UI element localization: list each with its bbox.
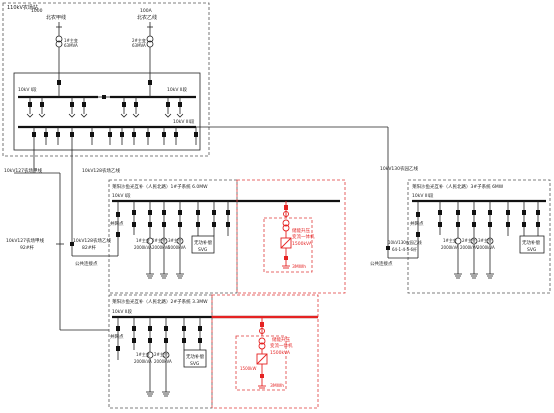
subsystem-1-tx-a-rating: 2000kVA xyxy=(134,245,152,250)
bus-ii-label: 10kV II段 xyxy=(167,86,187,93)
storage-1-rating: 1500kVA xyxy=(292,241,313,247)
tx1-rating: 63MVA xyxy=(64,43,78,48)
subsystem-3-svg-name: 无功补偿 xyxy=(522,239,540,246)
subsystem-3-grid-point: 并网点 xyxy=(410,220,424,227)
storage-2-inverter-rating: 1500kW xyxy=(240,366,256,371)
subsystem-3-bus-label: 10kV III段 xyxy=(412,192,434,199)
subsystem-2-title: 莱阳沙鱼光互补（人民北路）2#子系统 3.3MW xyxy=(112,298,208,305)
line2-name: 北农乙线 xyxy=(137,14,157,21)
storage-1-name: 储能升压 xyxy=(292,227,310,234)
subsystem-2-boundary xyxy=(108,294,213,409)
subsystem-2-grid-point: 并网点 xyxy=(110,333,124,340)
subsystem-2-tx-b-rating: 2000kVA xyxy=(154,359,172,364)
subsystem-1-grid-point: 并网点 xyxy=(110,220,124,227)
feeder-yi-label: 10kV128农场乙线 xyxy=(82,167,120,174)
subsystem-2-tx-b: 2#主变 xyxy=(154,351,168,357)
subsystem-2-tx-a: 1#主变 xyxy=(136,351,150,357)
feeder-yi-pole: 82#杆 xyxy=(82,244,96,251)
subsystem-3-feeder: 10kV130农园乙线 xyxy=(388,239,422,245)
subsystem-2-svg-box xyxy=(183,349,207,368)
subsystem-3-grounds xyxy=(454,273,494,279)
feeder-jia-label: 10kV127农场甲线 xyxy=(4,167,42,174)
feeder-jia-label-2: 10kV127农场甲线 xyxy=(6,237,44,244)
feeder-bays-lower xyxy=(32,127,198,156)
common-point-3: 公共连接点 xyxy=(370,260,393,267)
feeder-bing-label: 10kV130农园乙线 xyxy=(380,165,418,172)
subsystem-1-boundary xyxy=(108,179,238,294)
tx1-breaker xyxy=(57,80,61,85)
storage-2-rating: 1500kVA xyxy=(270,350,291,356)
storage-2-name2: 变流一体机 xyxy=(270,342,293,349)
subsystem-3-tx-c-rating: 2000kVA xyxy=(477,245,495,250)
subsystem-3: 莱阳沙鱼光互补（人民北路）3#子系统 6MW 10kV III段 并网点 10k… xyxy=(388,179,551,294)
storage-2-inner xyxy=(235,335,287,391)
tx2-breaker xyxy=(148,80,152,85)
subsystem-3-svg-label: SVG xyxy=(527,247,537,253)
subsystem-1-tx-c: 3#主变 xyxy=(168,237,182,243)
subsystem-3-boundary xyxy=(407,179,551,294)
subsystem-1-tx-b: 2#主变 xyxy=(152,237,166,243)
line1-rating: 1000 xyxy=(31,8,43,14)
tx2-rating: 63MVA xyxy=(132,43,146,48)
subsystem-1-title: 莱阳沙鱼光互补（人民北路）1#子系统 6.0MW xyxy=(112,183,208,190)
line2-rating: 100A xyxy=(140,8,153,14)
feeder-jia-pole: 92#杆 xyxy=(20,244,34,251)
storage-2-name: 储能升压 xyxy=(272,336,290,343)
tx1-winding-hv xyxy=(55,35,63,43)
common-point-1: 公共连接点 xyxy=(75,260,98,267)
subsystem-1-svg-name: 无功补偿 xyxy=(194,239,212,246)
bus-coupler-breaker xyxy=(102,95,106,99)
feeder-lines: 10kV127农场甲线 10kV127农场甲线 92#杆 10kV128农场乙线… xyxy=(4,126,418,331)
subsystem-3-feeder-pole: 64-1-4-5-6杆 xyxy=(392,246,417,252)
storage-2-battery: 3MWh xyxy=(270,383,284,389)
subsystem-2-svg-label: SVG xyxy=(190,361,200,367)
subsystem-1-tx-c-rating: 2000kVA xyxy=(168,245,186,250)
subsystem-1-grounds xyxy=(146,273,184,279)
storage-2-boundary xyxy=(211,294,319,409)
subsystem-3-title: 莱阳沙鱼光互补（人民北路）3#子系统 6MW xyxy=(412,183,504,190)
tx2-name: 2#主变 xyxy=(132,37,146,43)
storage-1-battery: 3MWh xyxy=(292,264,306,270)
subsystem-3-tx-a-rating: 2000kVA xyxy=(441,245,459,250)
line1-name: 北农甲线 xyxy=(46,14,66,21)
substation-boundary xyxy=(2,2,210,157)
switchgear-frame xyxy=(13,72,201,151)
subsystem-2-bus-label: 10kV II段 xyxy=(112,308,132,315)
storage-1-breaker xyxy=(284,205,288,210)
feeder-bays-upper xyxy=(26,97,184,118)
storage-1-inner xyxy=(263,217,313,273)
subsystem-1: 莱阳沙鱼光互补（人民北路）1#子系统 6.0MW 10kV I段 并网点 1#主… xyxy=(108,179,340,294)
subsystem-3-tx-b: 2#主变 xyxy=(462,237,476,243)
subsystem-2-grounds xyxy=(146,391,170,397)
storage-1-boundary xyxy=(236,179,346,294)
subsystem-2-svg-name: 无功补偿 xyxy=(186,353,204,360)
storage-1: 储能升压 变流一体机 1500kVA 3MWh xyxy=(236,179,346,294)
subsystem-1-bus-label: 10kV I段 xyxy=(112,192,131,199)
subsystem-2-tx-a-rating: 2000kVA xyxy=(134,359,152,364)
subsystem-3-tx-b-rating: 2000kVA xyxy=(460,245,478,250)
subsystem-3-tx-c: 3#主变 xyxy=(478,237,492,243)
substation-110kv: 110kV农场站 1000 北农甲线 1#主变 63MVA 100A 北农乙线 … xyxy=(2,2,210,157)
substation-label: 110kV农场站 xyxy=(7,4,38,11)
subsystem-1-tx-a: 1#主变 xyxy=(136,237,150,243)
subsystem-3-tx-a: 1#主变 xyxy=(443,237,457,243)
bus-iii-label: 10kV III段 xyxy=(173,118,195,125)
subsystem-1-svg-label: SVG xyxy=(198,247,208,253)
subsystem-1-tx-b-rating: 2000kVA xyxy=(152,245,170,250)
tx2-winding-hv xyxy=(146,35,154,43)
subsystem-1-svg-box xyxy=(191,235,215,254)
storage-2: 1500kW 储能升压 变流一体机 1500kVA 3MWh xyxy=(211,294,319,409)
storage-1-name2: 变流一体机 xyxy=(292,233,315,240)
subsystem-3-svg-box xyxy=(519,235,545,254)
storage-2-breaker xyxy=(260,322,264,327)
bus-i-label: 10kV I段 xyxy=(18,86,37,93)
tx1-name: 1#主变 xyxy=(64,37,78,43)
feeder-yi-label-2: 10kV128农场乙线 xyxy=(73,237,111,244)
